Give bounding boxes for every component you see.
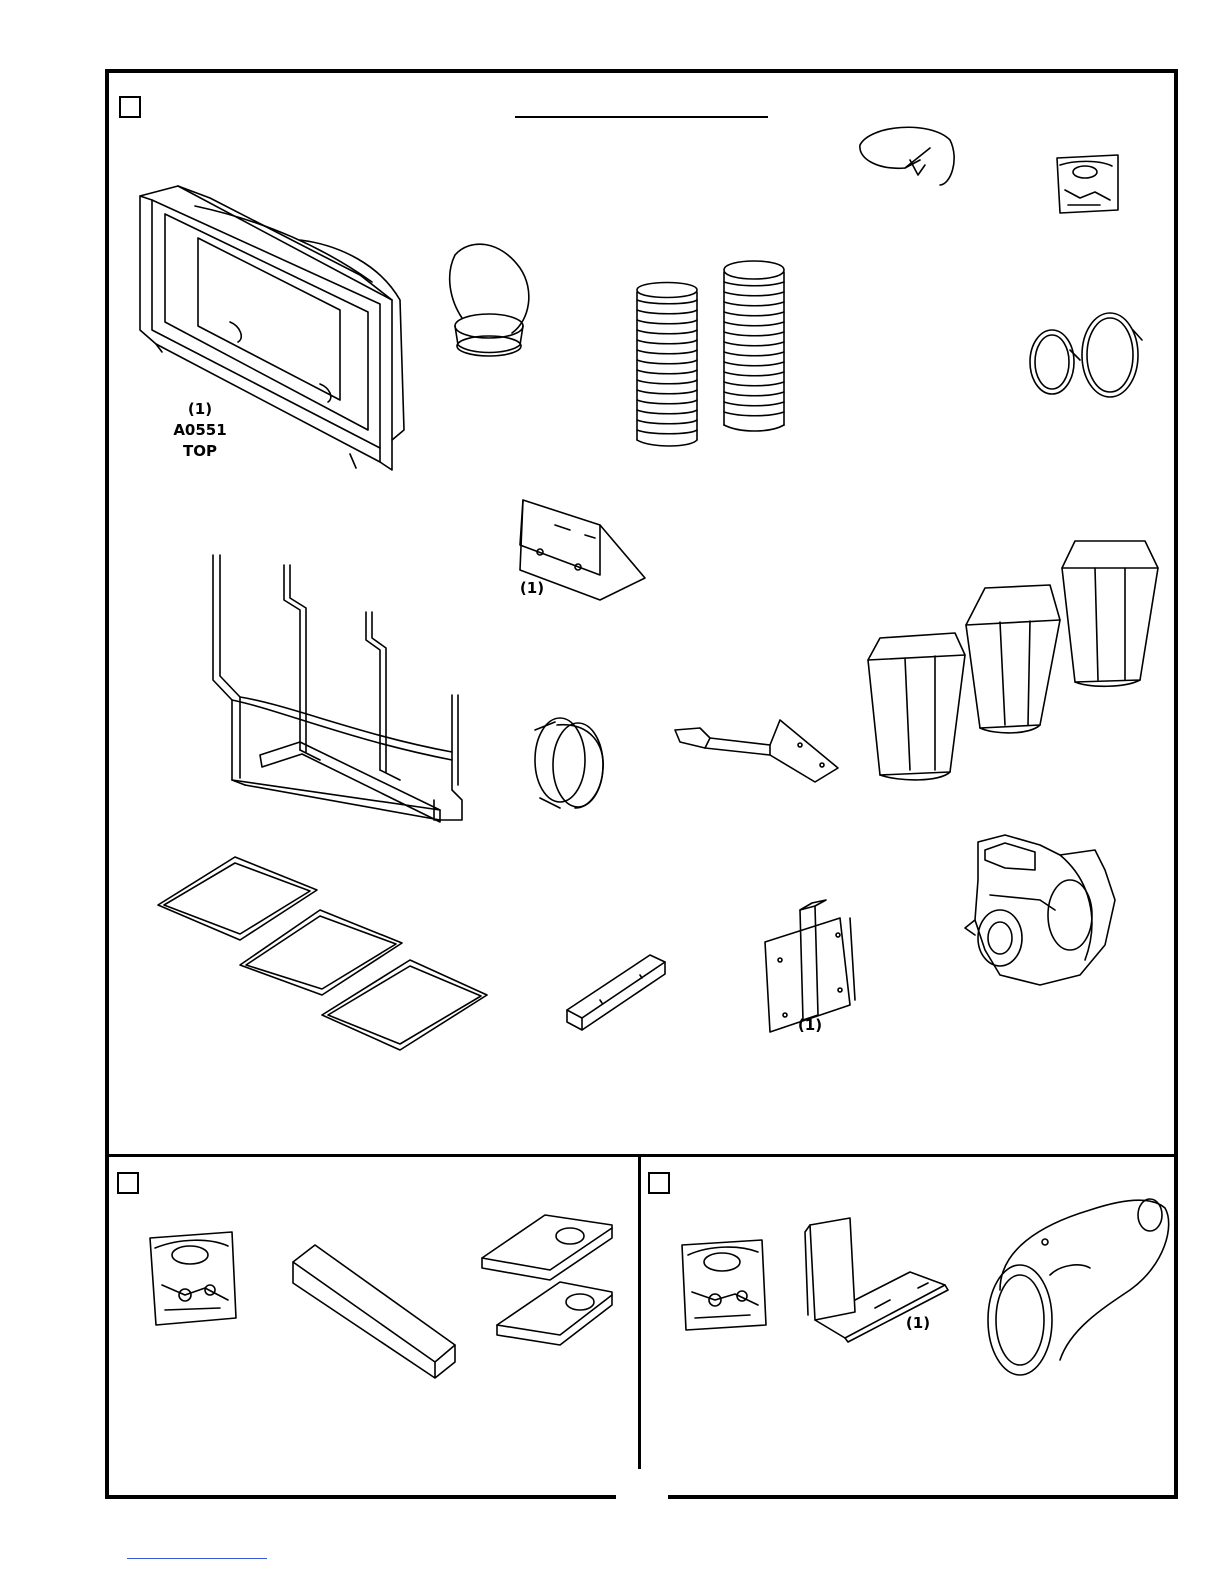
hardware-bag-drawing-lower-left [150,1232,236,1325]
angled-bracket-drawing [520,500,645,600]
hose-clamps-drawing [1030,313,1142,397]
bin-drawing [868,541,1158,780]
top-housing-drawing [140,186,404,470]
offset-arm-drawing [675,720,838,782]
hardware-bag-drawing [1057,155,1118,213]
mounting-plate-drawing [765,900,855,1032]
tray-frames-drawing [158,857,487,1050]
cable-drawing [860,127,954,185]
elbow-collar-drawing [450,244,529,356]
foam-block-drawing [293,1245,455,1378]
collar-ring-drawing [535,718,603,808]
exhaust-elbow-drawing [988,1199,1169,1375]
square-tube-drawing [567,955,665,1030]
hardware-bag-drawing-lower-right [682,1240,766,1330]
l-bracket-drawing [805,1218,948,1342]
motor-blower-drawing [965,835,1115,985]
channel-brackets-drawing [482,1215,612,1345]
flex-hose-drawing [637,261,784,446]
frame-stand-drawing [213,555,462,822]
